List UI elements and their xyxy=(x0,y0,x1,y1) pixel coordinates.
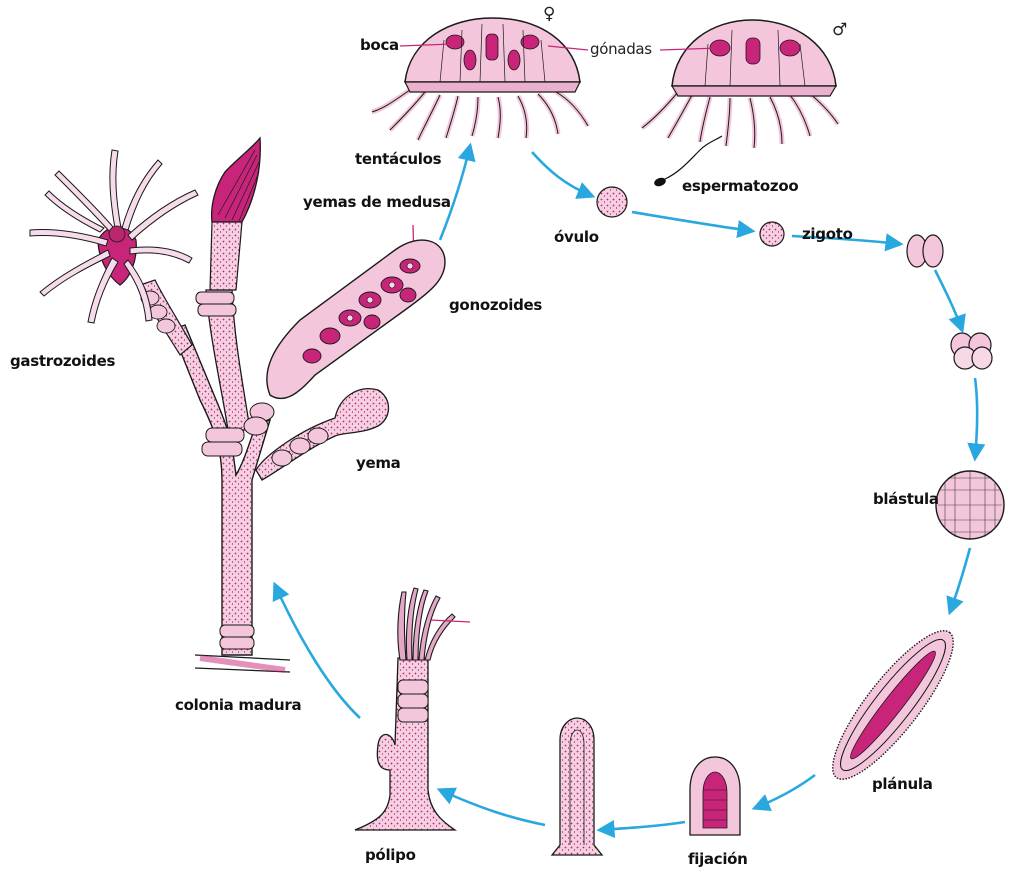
label-zigoto: zigoto xyxy=(802,225,853,243)
male-medusa xyxy=(642,20,838,188)
label-espermatozoo: espermatozoo xyxy=(682,177,798,195)
blastula xyxy=(936,471,1004,539)
label-yema: yema xyxy=(356,454,401,472)
dactylozoid-head xyxy=(210,138,260,290)
gastrozoid xyxy=(30,150,198,323)
label-gastrozoides: gastrozoides xyxy=(10,352,115,370)
arrow-blastula-to-planula xyxy=(950,548,970,612)
label-polipo: pólipo xyxy=(365,846,416,864)
mature-colony xyxy=(30,138,445,672)
polyp-tentacles xyxy=(398,588,455,660)
label-gonadas: gónadas xyxy=(590,40,652,58)
female-symbol-icon: ♀ xyxy=(543,4,555,24)
substrate xyxy=(195,655,290,672)
ovum xyxy=(597,187,627,217)
zygote xyxy=(760,222,784,246)
two-cell-stage xyxy=(907,235,943,267)
female-medusa xyxy=(372,18,588,140)
female-medusa-tentacles xyxy=(372,90,588,140)
arrow-young-polyp-to-polyp xyxy=(440,790,545,825)
male-medusa-tentacles xyxy=(642,92,838,148)
young-polyp-stalk xyxy=(552,718,602,855)
arrow-medusa-to-ovum xyxy=(532,152,592,196)
planula-larva xyxy=(816,616,970,793)
label-blastula: blástula xyxy=(873,490,939,508)
arrow-fourcell-to-blastula xyxy=(975,378,977,458)
label-yemas-de-medusa: yemas de medusa xyxy=(303,193,451,211)
label-planula: plánula xyxy=(872,775,933,793)
fixation-stage xyxy=(690,757,740,835)
male-symbol-icon: ♂ xyxy=(832,20,847,40)
label-gonozoides: gonozoides xyxy=(449,296,542,314)
label-tentaculos: tentáculos xyxy=(355,150,441,168)
arrow-fixation-to-young-polyp xyxy=(600,822,685,830)
arrow-planula-to-fixation xyxy=(755,775,815,808)
label-colonia-madura: colonia madura xyxy=(175,696,301,714)
label-ovulo: óvulo xyxy=(554,228,599,246)
four-cell-stage xyxy=(951,333,992,369)
arrow-twocell-to-fourcell xyxy=(935,270,962,330)
label-boca: boca xyxy=(360,36,399,54)
label-fijacion: fijación xyxy=(688,850,748,868)
polyp xyxy=(355,588,470,830)
arrow-ovum-to-zygote xyxy=(632,212,752,231)
